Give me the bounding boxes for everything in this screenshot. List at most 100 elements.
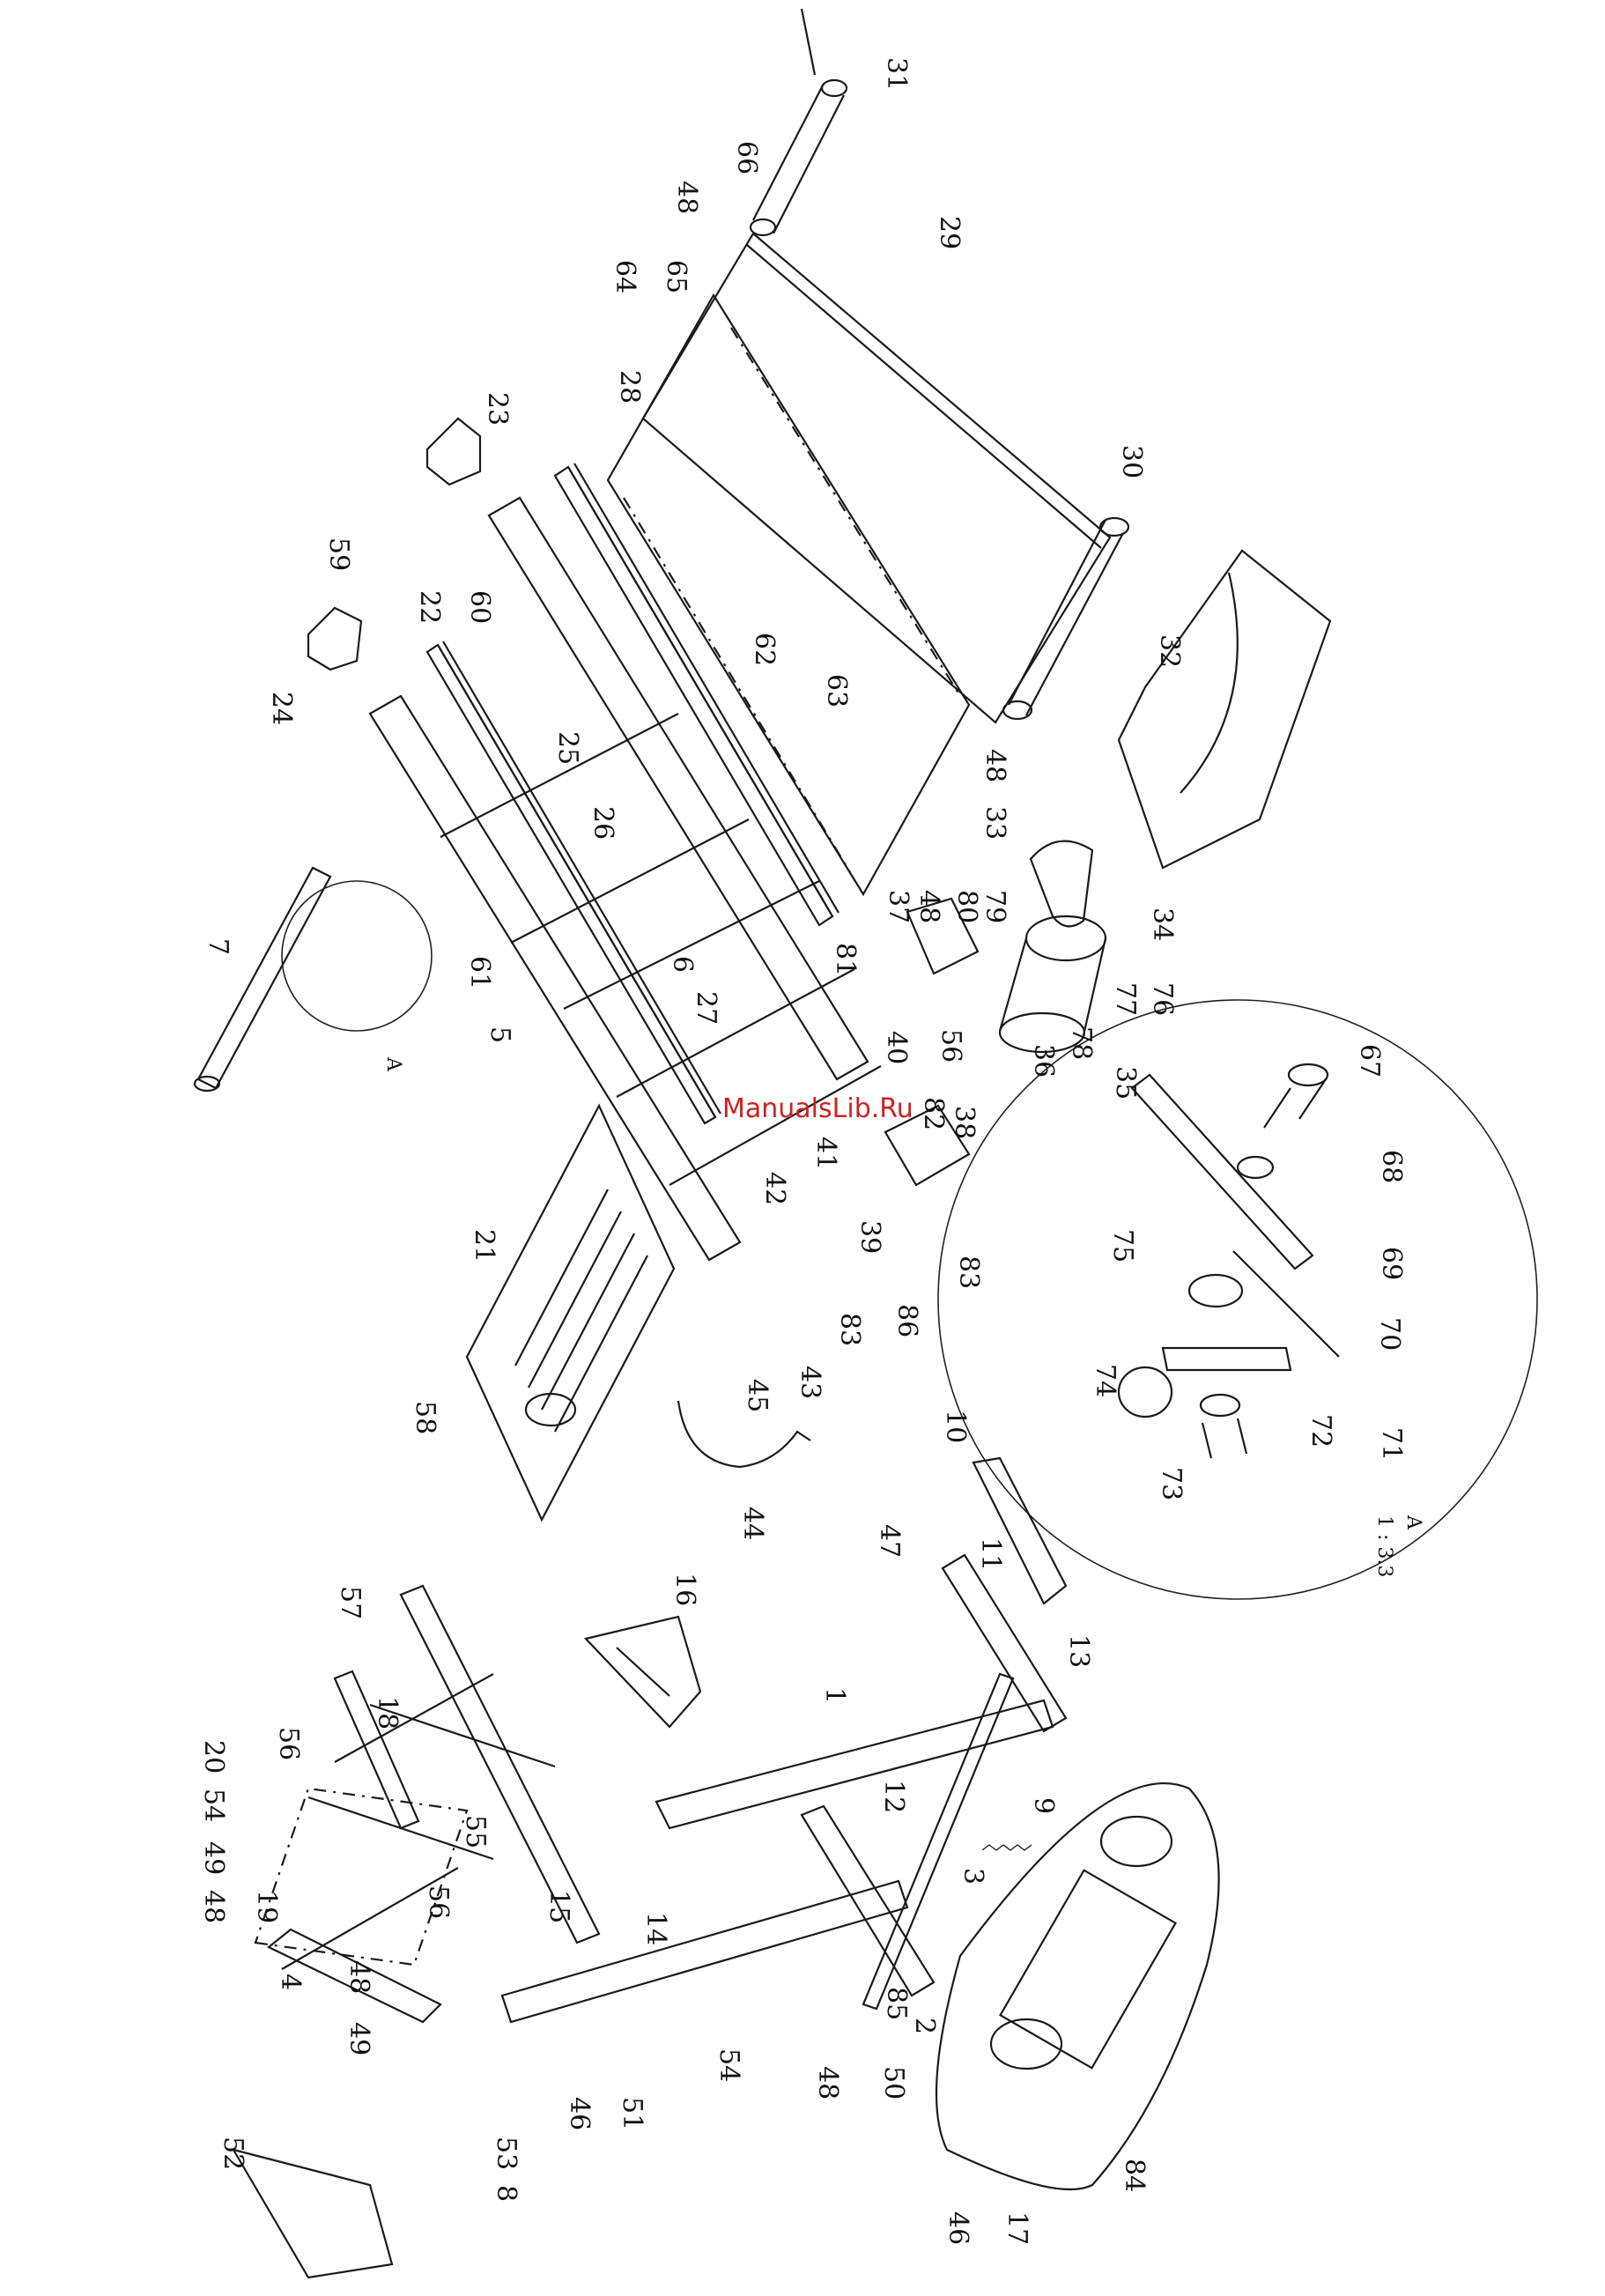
- callout-label: 68: [1376, 1150, 1407, 1183]
- callout-label: 69: [1376, 1247, 1407, 1280]
- callout-label: 48: [980, 749, 1010, 782]
- callout-label: 77: [1110, 982, 1141, 1016]
- callout-label: 86: [891, 1304, 922, 1337]
- callout-label: 8: [491, 2185, 521, 2202]
- detail-a-assembly: [1117, 1063, 1340, 1459]
- part-3-crossbar: [862, 1672, 1015, 2011]
- callout-label: 45: [742, 1379, 773, 1412]
- callout-label: 55: [460, 1815, 491, 1848]
- part-12-handrail: [800, 1804, 936, 1997]
- callout-label: 85: [881, 1987, 912, 2020]
- callout-label: 73: [1156, 1467, 1187, 1500]
- callout-label: 16: [669, 1573, 700, 1606]
- callout-label: 51: [617, 2097, 647, 2130]
- callout-label: 62: [749, 633, 780, 666]
- part-38-controller: [884, 1104, 971, 1187]
- callout-label: 76: [1147, 982, 1178, 1016]
- callout-label: 9: [1028, 1797, 1059, 1814]
- callout-label: 66: [731, 141, 762, 174]
- callout-label: 33: [980, 806, 1010, 840]
- callout-label: 17: [1002, 2211, 1032, 2245]
- callout-label: 56: [423, 1885, 454, 1919]
- callout-label: 10: [940, 1410, 971, 1443]
- detail-scale: 1 : 3.3: [1373, 1515, 1395, 1577]
- part-16-upright-cover: [583, 1615, 702, 1729]
- callout-label: 42: [759, 1172, 790, 1205]
- callout-label: 43: [795, 1366, 825, 1399]
- callout-label: 18: [372, 1696, 403, 1729]
- part-30-rear-roller: [1002, 516, 1130, 721]
- callout-label: 28: [614, 370, 645, 404]
- part-8-console: [935, 1781, 1220, 2190]
- part-5-main-frame: [368, 496, 882, 1262]
- callout-label: 12: [878, 1780, 909, 1813]
- callout-label: 74: [1090, 1364, 1121, 1397]
- callout-label: 48: [671, 181, 702, 214]
- part-31-front-roller: [749, 8, 848, 237]
- callout-label: 46: [564, 2097, 595, 2130]
- callout-label: 40: [881, 1031, 912, 1064]
- callout-label: 11: [975, 1537, 1006, 1571]
- part-22-side-rail: [425, 641, 721, 1125]
- callout-label: 41: [810, 1137, 841, 1170]
- part-18-lift-cylinder: [333, 1670, 420, 1830]
- callout-label: 54: [198, 1789, 229, 1822]
- detail-label: A: [1402, 1515, 1424, 1530]
- callout-label: 1: [819, 1687, 850, 1704]
- callout-label: 22: [414, 590, 445, 624]
- callout-label: 23: [482, 392, 513, 426]
- callout-label: 78: [1066, 1026, 1097, 1060]
- detail-a-circle-small: [281, 880, 433, 1032]
- part-29-running-belt: [641, 232, 1112, 724]
- callout-label: 83: [953, 1255, 984, 1289]
- callout-label: 30: [1116, 445, 1147, 478]
- part-11-handrail: [941, 1553, 1068, 1733]
- callout-label: 31: [881, 57, 912, 91]
- callout-label: 48: [344, 1960, 374, 1994]
- part-24-end-cap: [307, 606, 363, 671]
- callout-label: 67: [1354, 1044, 1385, 1078]
- part-34-motor: [998, 915, 1107, 1054]
- callout-label: 80: [951, 890, 982, 923]
- part-9-cable: [981, 1844, 1032, 1851]
- callout-label: 26: [588, 806, 618, 840]
- callout-label: 25: [552, 731, 583, 765]
- callout-label: 53: [491, 2137, 521, 2170]
- callout-label: 52: [218, 2137, 248, 2170]
- callout-label: 46: [943, 2211, 973, 2245]
- callout-label: 3: [958, 1868, 988, 1885]
- detail-a-circle: [937, 999, 1538, 1600]
- callout-label: 56: [936, 1029, 966, 1063]
- part-1-upright: [655, 1699, 1054, 1830]
- callout-label: 81: [830, 943, 861, 976]
- part-44-power-cord: [677, 1400, 811, 1469]
- callout-label: 4: [275, 1974, 306, 1990]
- callout-label: 24: [266, 692, 297, 725]
- callout-label: 37: [883, 890, 913, 923]
- callout-label: 34: [1147, 907, 1178, 941]
- callout-label: 27: [691, 991, 721, 1025]
- callout-label: 83: [834, 1313, 865, 1346]
- callout-label: A: [382, 1056, 404, 1072]
- callout-label: 35: [1110, 1066, 1141, 1100]
- part-37-motor-bracket: [906, 897, 980, 975]
- part-21-motor-cover: [465, 1103, 676, 1522]
- callout-layer: 31 48 66 29 64 65 23 28 30 59 22 60 62 2…: [198, 57, 1407, 2245]
- callout-label: 54: [714, 2048, 744, 2082]
- callout-label: 49: [198, 1841, 229, 1875]
- callout-label: 75: [1107, 1229, 1138, 1263]
- callout-label: 64: [610, 260, 640, 293]
- callout-label: 19: [251, 1890, 282, 1923]
- callout-label: 71: [1376, 1427, 1407, 1461]
- part-7-front-shaft: [193, 866, 332, 1092]
- part-33-drive-belt: [1029, 840, 1094, 928]
- callout-label: 79: [980, 890, 1010, 923]
- part-23-end-cap: [425, 417, 482, 486]
- callout-label: 20: [198, 1740, 229, 1774]
- callout-label: 5: [484, 1026, 515, 1043]
- callout-label: 29: [934, 216, 965, 249]
- callout-label: 56: [273, 1727, 304, 1760]
- callout-label: 6: [667, 956, 698, 973]
- callout-label: 82: [918, 1097, 949, 1130]
